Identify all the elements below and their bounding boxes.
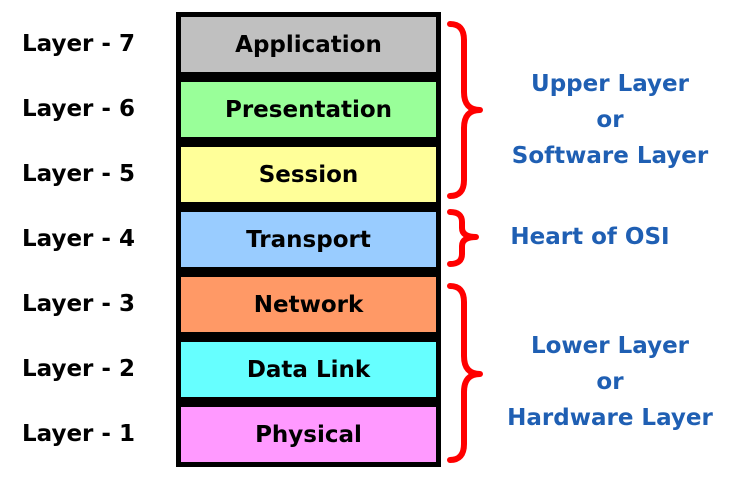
layer-7-number-label: Layer - 7: [22, 31, 135, 57]
layer-5-box: Session: [181, 147, 436, 202]
lower-layer-brace: [447, 283, 483, 463]
upper-layer-subtitle: Software Layer: [511, 143, 709, 169]
heart-of-osi-brace: [447, 209, 479, 267]
layer-5-number-label: Layer - 5: [22, 161, 135, 187]
layer-4-number-label: Layer - 4: [22, 226, 135, 252]
layer-2-box: Data Link: [181, 342, 436, 397]
heart-of-osi-title: Heart of OSI: [510, 224, 670, 250]
upper-layer-title: Upper Layer: [531, 71, 689, 97]
lower-layer-subtitle: Hardware Layer: [507, 405, 713, 431]
layer-1-box: Physical: [181, 407, 436, 462]
layer-6-number-label: Layer - 6: [22, 96, 135, 122]
lower-layer-title: Lower Layer: [530, 333, 690, 359]
upper-layer-brace: [447, 21, 483, 199]
heart-of-osi-group-label: Heart of OSI: [480, 219, 700, 255]
layer-2-number-label: Layer - 2: [22, 356, 135, 382]
layer-3-box: Network: [181, 277, 436, 332]
lower-layer-or: or: [596, 369, 624, 395]
layer-6-box: Presentation: [181, 82, 436, 137]
layer-stack: Application Presentation Session Transpo…: [176, 12, 441, 467]
layer-1-number-label: Layer - 1: [22, 421, 135, 447]
layer-7-box: Application: [181, 17, 436, 72]
layer-3-number-label: Layer - 3: [22, 291, 135, 317]
upper-layer-group-label: Upper Layer or Software Layer: [490, 66, 730, 174]
lower-layer-group-label: Lower Layer or Hardware Layer: [488, 328, 732, 436]
upper-layer-or: or: [596, 107, 624, 133]
layer-4-box: Transport: [181, 212, 436, 267]
